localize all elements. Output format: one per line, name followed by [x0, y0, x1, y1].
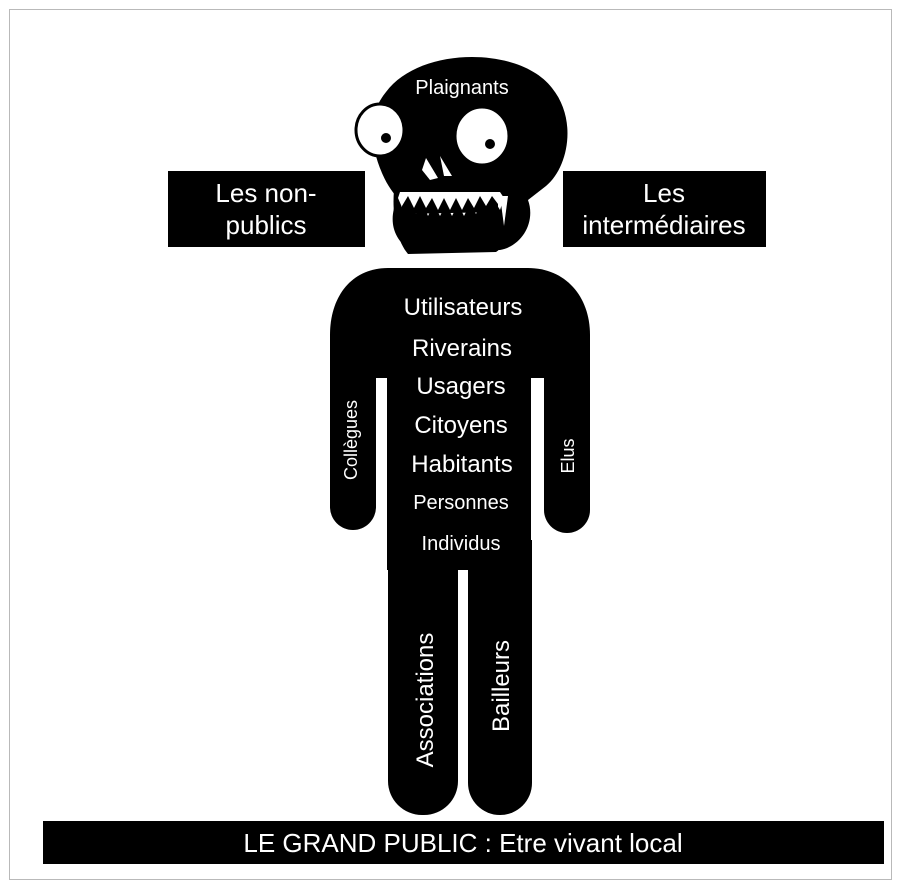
- right-leg-label: Bailleurs: [488, 640, 515, 732]
- right-box-line1: Les: [643, 178, 685, 208]
- left-leg-label: Associations: [412, 633, 439, 768]
- left-pupil: [381, 133, 391, 143]
- body: Utilisateurs Riverains Usagers Citoyens …: [330, 268, 590, 815]
- left-arm-top: [330, 360, 376, 400]
- right-box: Les intermédiaires: [563, 171, 766, 247]
- torso-label-habitants: Habitants: [411, 451, 512, 478]
- left-arm-label: Collègues: [341, 400, 361, 480]
- left-box: Les non- publics: [168, 171, 365, 247]
- left-box-line2: publics: [226, 210, 307, 240]
- torso-label-riverains: Riverains: [412, 335, 512, 362]
- torso-label-usagers: Usagers: [416, 373, 505, 400]
- right-box-line2: intermédiaires: [582, 210, 745, 240]
- torso-label-citoyens: Citoyens: [414, 412, 507, 439]
- right-arm-top: [544, 360, 590, 400]
- grand-public-banner: LE GRAND PUBLIC : Etre vivant local: [43, 821, 884, 864]
- skull-head: Plaignants: [356, 57, 567, 254]
- right-pupil: [485, 139, 495, 149]
- banner-label: LE GRAND PUBLIC : Etre vivant local: [243, 828, 682, 858]
- head-label: Plaignants: [415, 77, 508, 99]
- torso-label-personnes: Personnes: [413, 492, 509, 514]
- torso-label-utilisateurs: Utilisateurs: [404, 294, 523, 321]
- right-eye: [455, 107, 509, 165]
- left-box-line1: Les non-: [215, 178, 316, 208]
- right-arm-label: Elus: [558, 438, 578, 473]
- torso-label-individus: Individus: [422, 533, 501, 555]
- left-eye: [356, 104, 404, 156]
